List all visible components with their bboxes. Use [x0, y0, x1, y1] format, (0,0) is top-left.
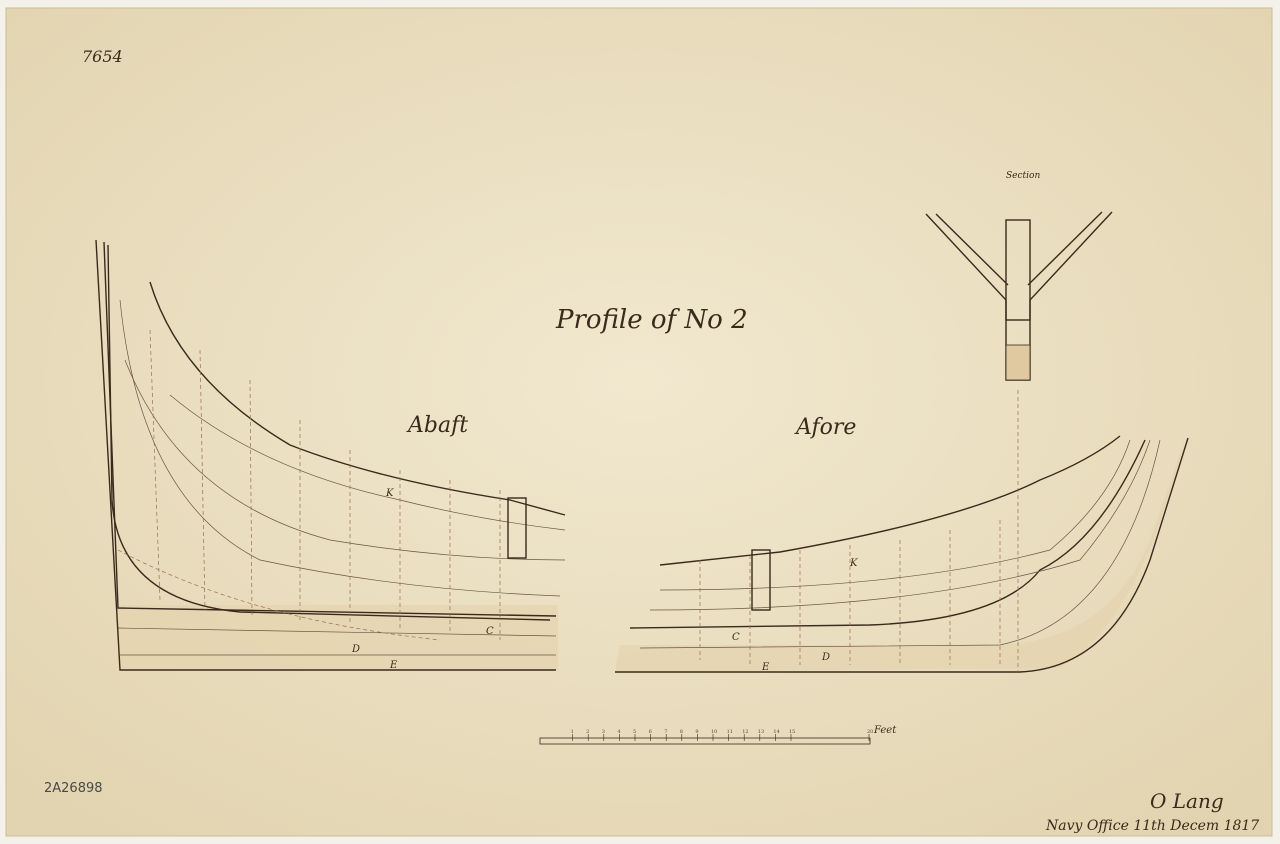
scale-tick-label: 1 [571, 729, 574, 735]
afore-profile [615, 390, 1189, 673]
scale-tick-label: 3 [602, 729, 605, 735]
scale-tick-label: 10 [711, 729, 717, 735]
keel-wash [118, 605, 558, 670]
scale-tick-label: 15 [789, 729, 795, 735]
scale-tick-label: 9 [695, 729, 698, 735]
abaft-label-d: D [351, 644, 360, 655]
afore-label-c: C [732, 632, 740, 643]
abaft-profile [95, 239, 566, 671]
reference-number: 2A26898 [44, 781, 103, 796]
afore-label-k: K [849, 558, 858, 569]
signature-name: O Lang [1150, 789, 1224, 813]
abaft-label-k: K [385, 488, 394, 499]
scale-tick-label: 13 [758, 729, 764, 735]
drawing-title: Profile of No 2 [555, 305, 748, 335]
section-label: Section [1006, 171, 1040, 181]
signature-place-date: Navy Office 11th Decem 1817 [1045, 818, 1259, 834]
scale-tick-label: 11 [727, 729, 733, 735]
scale-tick-label: 12 [742, 729, 748, 735]
stem-wash [615, 440, 1185, 672]
scale-tick-label: 20 [867, 729, 873, 735]
scale-tick-label: 8 [680, 729, 683, 735]
scale-tick-label: 2 [586, 729, 589, 735]
abaft-label-e: E [389, 660, 398, 671]
afore-label-d: D [821, 652, 830, 663]
afore-label: Afore [794, 415, 856, 440]
scale-tick-label: 7 [664, 729, 667, 735]
abaft-label-c: C [486, 626, 494, 637]
scale-tick-label: 5 [633, 729, 636, 735]
abaft-label: Abaft [406, 413, 468, 438]
afore-label-e: E [761, 662, 770, 673]
scale-tick-label: 6 [649, 729, 652, 735]
catalogue-number: 7654 [82, 47, 123, 66]
paper-sheet [5, 7, 1273, 837]
midship-section [925, 211, 1113, 381]
scale-unit-label: Feet [873, 725, 897, 736]
scale-tick-label: 4 [617, 729, 620, 735]
scale-tick-label: 14 [773, 729, 779, 735]
